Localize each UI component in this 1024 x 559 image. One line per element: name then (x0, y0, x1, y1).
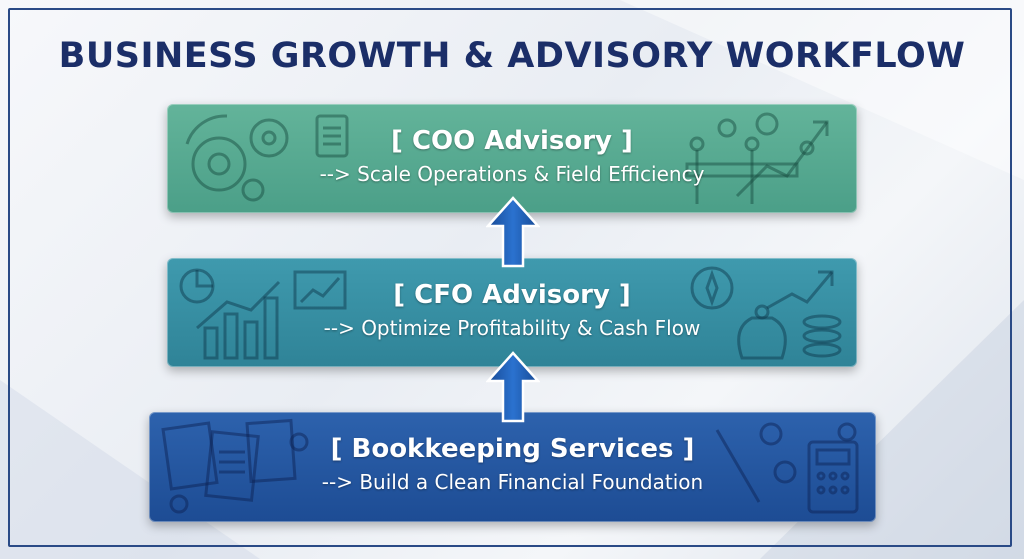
up-arrow-icon (486, 196, 540, 268)
up-arrow-icon (486, 351, 540, 423)
bookkeeping-illustration (161, 418, 859, 514)
stage-cfo-advisory: [ CFO Advisory ] --> Optimize Profitabil… (167, 258, 857, 367)
stage-bookkeeping-services: [ Bookkeeping Services ] --> Build a Cle… (149, 412, 876, 522)
diagram-title: BUSINESS GROWTH & ADVISORY WORKFLOW (58, 36, 966, 76)
stage-subtitle: --> Optimize Profitability & Cash Flow (323, 316, 701, 340)
outer-frame (8, 8, 1012, 547)
stage-coo-advisory: [ COO Advisory ] --> Scale Operations & … (167, 104, 857, 213)
finance-illustration (179, 266, 842, 360)
operations-illustration (185, 112, 829, 204)
stage-heading: [ CFO Advisory ] (393, 280, 631, 310)
stage-heading: [ Bookkeeping Services ] (330, 434, 695, 464)
stage-subtitle: --> Scale Operations & Field Efficiency (319, 162, 705, 186)
stage-heading: [ COO Advisory ] (391, 126, 633, 156)
stage-subtitle: --> Build a Clean Financial Foundation (321, 470, 704, 494)
